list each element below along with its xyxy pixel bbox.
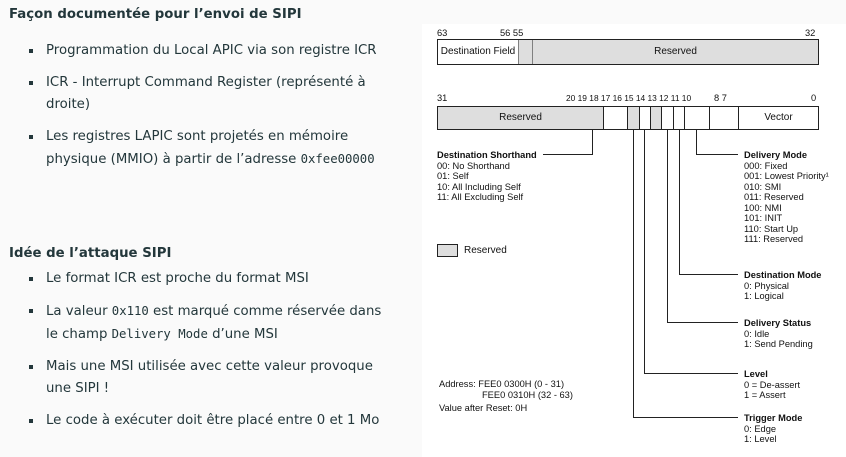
code-text: 0xfee00000: [300, 152, 375, 166]
bullet-marker: [29, 135, 33, 139]
dest-mode-option: 0: Physical: [744, 280, 789, 291]
icr-register-diagram: 63 56 55 32 Destination Field Reserved 3…: [422, 24, 846, 457]
top-reserved-label: Reserved: [654, 46, 697, 57]
dest-mode-title: Destination Mode: [744, 270, 822, 280]
bullet-marker: [29, 365, 33, 369]
legend-reserved-label: Reserved: [464, 245, 507, 256]
bullet-marker: [29, 81, 33, 85]
trigger-mode-title: Trigger Mode: [744, 413, 803, 423]
section-title-sipi-attack: Idée de l’attaque SIPI: [9, 246, 172, 261]
top-reserved-gap: [518, 39, 533, 65]
level-title: Level: [744, 369, 768, 379]
bullet-marker: [29, 419, 33, 423]
shorthand-option: 01: Self: [437, 171, 469, 181]
bullet-marker: [29, 277, 33, 281]
address-high-label: FEE0 0310H (32 - 63): [482, 390, 573, 400]
bit-label-31: 31: [437, 93, 448, 103]
trigger-mode-option: 1: Level: [744, 434, 777, 444]
bullet-text: d’une MSI: [207, 327, 278, 342]
destination-field-label: Destination Field: [440, 46, 516, 57]
top-reserved-cell: [532, 39, 819, 65]
level-option: 1 = Assert: [744, 390, 786, 400]
delivery-mode-option: 101: INIT: [744, 213, 783, 223]
bit-label-0: 0: [811, 93, 817, 103]
delivery-status-title: Delivery Status: [744, 318, 812, 328]
delivery-mode-title: Delivery Mode: [744, 150, 808, 160]
legend-reserved-swatch: [437, 244, 458, 257]
shorthand-option: 11: All Excluding Self: [437, 192, 524, 202]
bullet-text: ICR - Interrupt Command Register (représ…: [46, 75, 366, 112]
bullet-text: Le format ICR est proche du format MSI: [46, 271, 309, 286]
bullet-item: Mais une MSI utilisée avec cette valeur …: [0, 356, 391, 400]
code-text: Delivery Mode: [111, 327, 208, 341]
documented-sipi-bullet-list: Programmation du Local APIC via son regi…: [0, 40, 391, 171]
bullet-text: est marqué comme réservée dans le champ: [46, 304, 382, 342]
delivery-mode-option: 011: Reserved: [744, 192, 804, 202]
delivery-mode-option: 010: SMI: [744, 181, 782, 192]
address-low-label: Address: FEE0 0300H (0 - 31): [439, 379, 565, 389]
section-title-documented-sipi: Façon documentée pour l’envoi de SIPI: [9, 7, 302, 22]
bullet-item: Programmation du Local APIC via son regi…: [0, 40, 391, 62]
shorthand-option: 00: No Shorthand: [437, 160, 510, 171]
bullet-item: ICR - Interrupt Command Register (représ…: [0, 72, 391, 116]
bit-label-32: 32: [805, 28, 816, 38]
delivery-mode-option: 001: Lowest Priority¹: [744, 171, 829, 181]
low-reserved-label: Reserved: [499, 112, 542, 123]
level-option: 0 = De-assert: [744, 379, 801, 390]
delivery-status-option: 1: Send Pending: [744, 339, 813, 349]
bullet-item: Le format ICR est proche du format MSI: [0, 268, 391, 290]
delivery-status-option: 0: Idle: [744, 328, 770, 339]
bullet-item: La valeur 0x110 est marqué comme réservé…: [0, 300, 391, 346]
bullet-marker: [29, 49, 33, 53]
reset-value-label: Value after Reset: 0H: [439, 403, 528, 413]
slide-text-column: Façon documentée pour l’envoi de SIPI Pr…: [0, 0, 418, 457]
bullet-item: Le code à exécuter doit être placé entre…: [0, 410, 391, 432]
trigger-mode-option: 0: Edge: [744, 423, 777, 434]
bit-label-56-55: 56 55: [500, 28, 524, 38]
bullet-text: Programmation du Local APIC via son regi…: [46, 43, 377, 58]
code-text: 0x110: [111, 304, 149, 318]
sipi-attack-bullet-list: Le format ICR est proche du format MSI La…: [0, 268, 391, 432]
bullet-item: Les registres LAPIC sont projetés en mém…: [0, 126, 391, 171]
bullet-text: Le code à exécuter doit être placé entre…: [46, 413, 380, 428]
bullet-text: Mais une MSI utilisée avec cette valeur …: [46, 359, 373, 396]
delivery-mode-option: 000: Fixed: [744, 160, 788, 171]
delivery-mode-option: 100: NMI: [744, 202, 782, 213]
reserved-bits-17-16: [627, 106, 640, 130]
delivery-mode-option: 110: Start Up: [744, 223, 799, 234]
bullet-marker: [29, 309, 33, 313]
bit-labels-8-7: 8 7: [714, 93, 727, 103]
shorthand-option: 10: All Including Self: [437, 181, 521, 192]
bit-label-63: 63: [437, 28, 448, 38]
bit-labels-20-10: 20 19 18 17 16 15 14 13 12 11 10: [566, 93, 692, 103]
dest-mode-option: 1: Logical: [744, 291, 784, 301]
icr-diagram-lines: [437, 39, 819, 418]
bullet-text: La valeur: [46, 304, 112, 319]
vector-label: Vector: [764, 112, 793, 123]
reserved-bit-13: [650, 106, 662, 130]
bullet-text: Les registres LAPIC sont projetés en mém…: [46, 129, 349, 167]
delivery-mode-option: 111: Reserved: [744, 234, 804, 244]
shorthand-title: Destination Shorthand: [437, 150, 537, 160]
